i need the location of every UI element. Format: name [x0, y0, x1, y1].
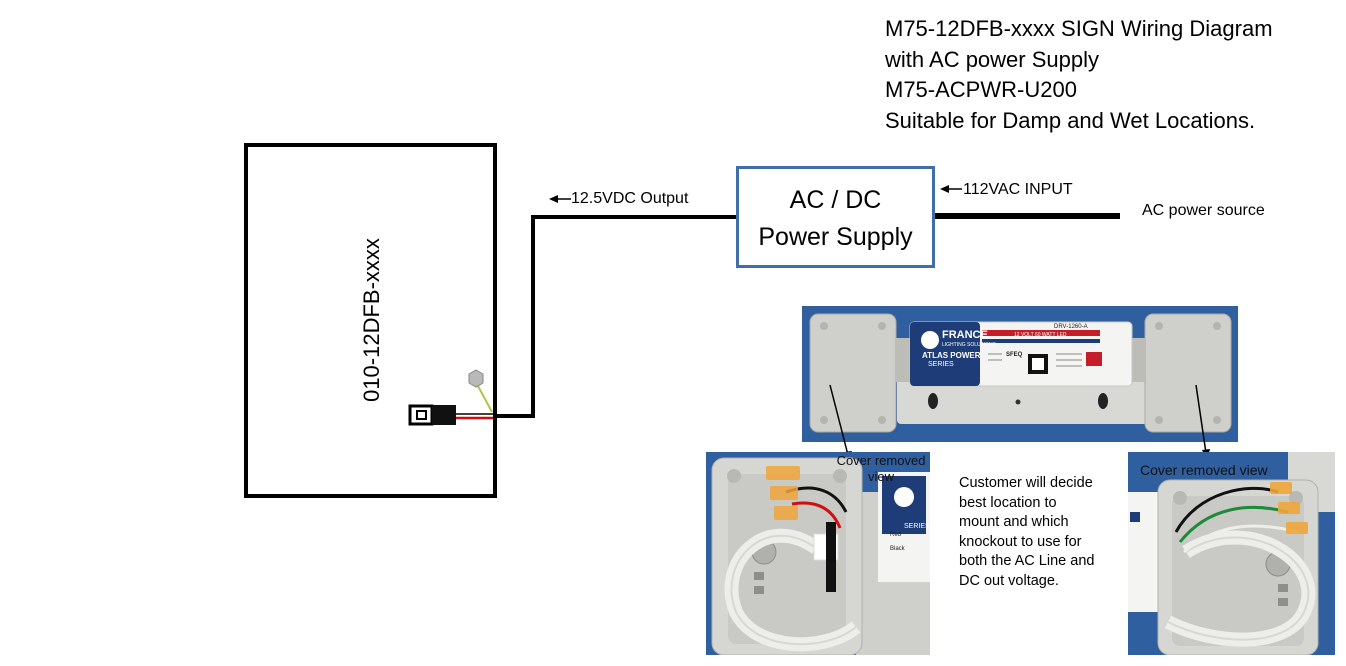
right-cover-removed-photo: Cover removed view [1128, 452, 1335, 655]
title-line-3: M75-ACPWR-U200 [885, 77, 1077, 102]
ac-source-label: AC power source [1142, 202, 1265, 219]
left-photo-caption-text: Cover removed view [836, 453, 926, 484]
label-watt: 12 VOLT 60 WATT LED [1014, 332, 1067, 338]
label-sfeq: SFEQ [1006, 352, 1023, 358]
customer-note: Customer will decide best location to mo… [959, 474, 1094, 592]
left-cover-removed-photo: SERIES Red Black Cover removed view [706, 452, 930, 655]
sign-connector [408, 369, 493, 426]
dc-output-arrow-icon [549, 195, 571, 203]
label-sub: LIGHTING SOLUTIONS [942, 342, 997, 348]
label-model: DRV-1260-A [1054, 324, 1088, 330]
left-photo-brand: SERIES [904, 523, 930, 530]
wire-red-label: Red [890, 532, 901, 538]
note-line-4: knockout to use for [959, 533, 1082, 550]
power-supply-line-2: Power Supply [758, 223, 913, 251]
power-supply-line-1: AC / DC [789, 186, 882, 214]
label-series-2: SERIES [928, 361, 954, 368]
title-line-1: M75-12DFB-xxxx SIGN Wiring Diagram [885, 16, 1273, 41]
note-line-6: DC out voltage. [959, 572, 1059, 589]
ground-terminal-icon [468, 369, 484, 388]
wire-black-label: Black [890, 546, 906, 552]
label-brand: FRANCE [942, 329, 988, 341]
ac-input-label: 112VAC INPUT [963, 181, 1073, 198]
title-line-2: with AC power Supply [885, 46, 1099, 72]
left-photo-art: SERIES Red Black [706, 452, 930, 655]
sign-outline [244, 143, 497, 498]
label-series-1: ATLAS POWER [922, 351, 981, 360]
note-line-3: mount and which [959, 514, 1069, 531]
left-photo-caption: Cover removed view [832, 453, 930, 485]
right-photo-caption: Cover removed view [1140, 462, 1268, 478]
note-line-2: best location to [959, 494, 1057, 511]
power-supply-box: AC / DC Power Supply [736, 166, 935, 268]
title-block: M75-12DFB-xxxx SIGN Wiring Diagram with … [885, 14, 1273, 136]
power-supply-photo-art: FRANCE LIGHTING SOLUTIONS ATLAS POWER SE… [802, 306, 1238, 442]
note-line-5: both the AC Line and [959, 553, 1095, 570]
title-line-4: Suitable for Damp and Wet Locations. [885, 107, 1256, 133]
dc-output-label: 12.5VDC Output [571, 190, 689, 207]
ac-input-arrow-icon [940, 185, 962, 193]
power-supply-photo: FRANCE LIGHTING SOLUTIONS ATLAS POWER SE… [802, 306, 1238, 442]
note-line-1: Customer will decide [959, 475, 1093, 491]
right-photo-art [1128, 452, 1335, 655]
dc-output-wire [493, 215, 737, 418]
